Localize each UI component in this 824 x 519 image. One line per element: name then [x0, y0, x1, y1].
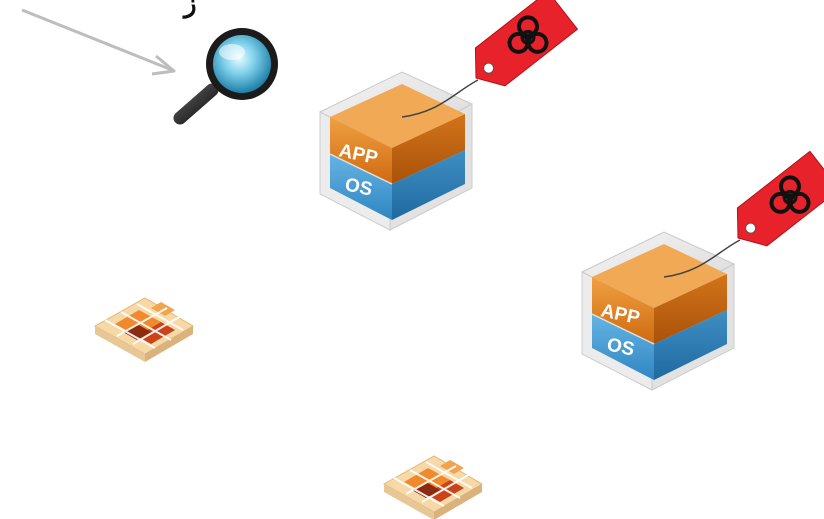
firewall-icon: [384, 456, 482, 519]
vm-box-2: APP OS: [582, 232, 740, 390]
magnifier-icon: [180, 28, 278, 118]
biohazard-tag-2: [721, 149, 824, 257]
vm-box-1: APP OS: [320, 72, 478, 230]
biohazard-tag-1: [459, 0, 577, 97]
arrow-icon: [22, 10, 174, 74]
firewall-icon: [95, 298, 193, 362]
cropped-glyph: ز: [182, 0, 197, 19]
